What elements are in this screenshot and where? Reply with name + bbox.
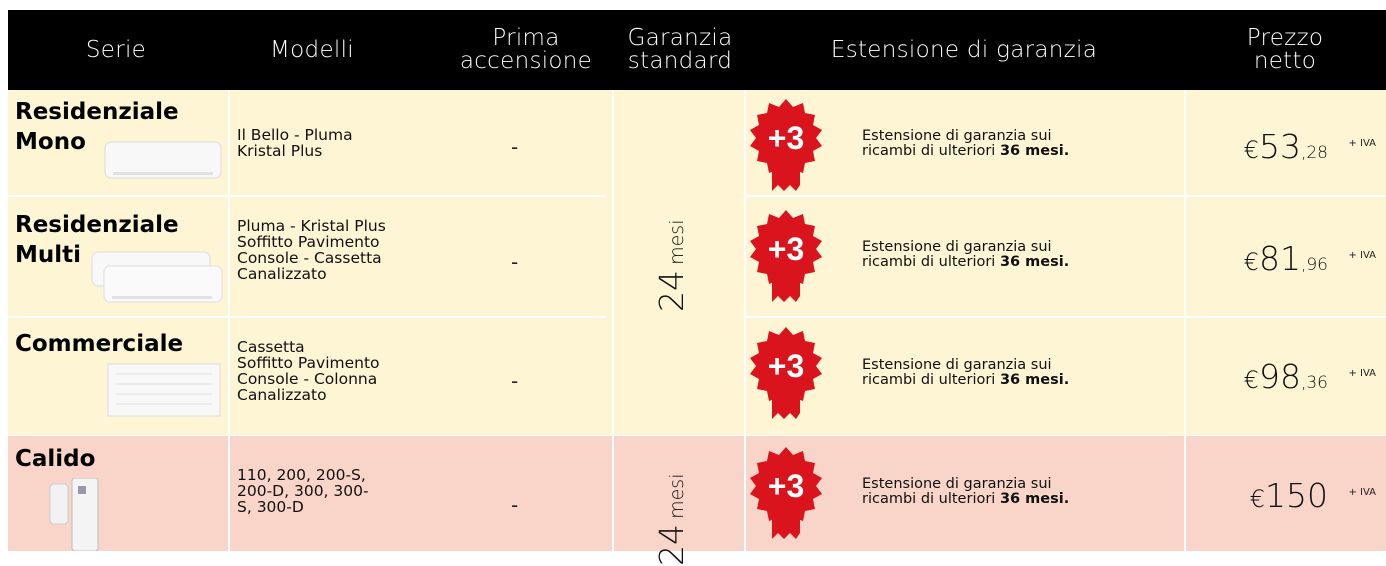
- serie-name: Residenziale Mono: [15, 99, 179, 155]
- warranty-standard-group1: 24 mesi: [652, 219, 691, 312]
- header-garanzia-standard: Garanzia standard: [627, 25, 733, 74]
- price: €98,36: [1243, 357, 1328, 396]
- price: €53,28: [1243, 127, 1328, 166]
- ac-unit-image: [91, 251, 223, 303]
- models-text: Pluma - Kristal Plus Soffitto Pavimento …: [237, 217, 386, 283]
- prima-accensione-value: -: [511, 250, 519, 274]
- extension-description: Estensione di garanzia sui ricambi di ul…: [862, 357, 1070, 388]
- svg-text:+3: +3: [768, 348, 804, 384]
- pink-group: [8, 436, 1386, 551]
- prima-accensione-value: -: [511, 135, 519, 159]
- models-text: 110, 200, 200-S, 200-D, 300, 300- S, 300…: [237, 466, 369, 516]
- plus3-badge: +3: [750, 210, 822, 302]
- serie-name: Commerciale: [15, 331, 184, 357]
- price: €81,96: [1243, 239, 1328, 278]
- prima-accensione-value: -: [511, 369, 519, 393]
- iva-label: + IVA: [1348, 487, 1376, 498]
- serie-name: Calido: [15, 446, 96, 472]
- iva-label: + IVA: [1348, 250, 1376, 261]
- yellow-group: [8, 90, 1386, 435]
- heat-pump-image: [49, 478, 99, 551]
- plus3-badge: +3: [750, 327, 822, 419]
- header-modelli: Modelli: [270, 36, 354, 63]
- svg-text:+3: +3: [768, 120, 804, 156]
- header-estensione: Estensione di garanzia: [830, 36, 1098, 63]
- serie-name: Residenziale Multi: [15, 212, 179, 268]
- models-text: Il Bello - Pluma Kristal Plus: [237, 126, 353, 160]
- plus3-badge: +3: [750, 99, 822, 191]
- extension-description: Estensione di garanzia sui ricambi di ul…: [862, 128, 1070, 159]
- svg-text:+3: +3: [768, 231, 804, 267]
- prima-accensione-value: -: [511, 493, 519, 517]
- iva-label: + IVA: [1348, 138, 1376, 149]
- extension-description: Estensione di garanzia sui ricambi di ul…: [862, 476, 1070, 507]
- header-prima-accensione: Prima accensione: [459, 25, 593, 74]
- table-header: Serie Modelli Prima accensione Garanzia …: [8, 10, 1386, 90]
- extension-description: Estensione di garanzia sui ricambi di ul…: [862, 239, 1070, 270]
- plus3-badge: +3: [750, 447, 822, 539]
- header-prezzo-netto: Prezzo netto: [1246, 25, 1324, 74]
- price: €150: [1249, 476, 1328, 515]
- svg-text:+3: +3: [768, 468, 804, 504]
- warranty-standard-group2: 24 mesi: [652, 473, 691, 566]
- ac-unit-image: [104, 141, 222, 179]
- iva-label: + IVA: [1348, 368, 1376, 379]
- ac-unit-image: [107, 363, 221, 417]
- header-serie: Serie: [85, 36, 147, 63]
- models-text: Cassetta Soffitto Pavimento Console - Co…: [237, 338, 380, 404]
